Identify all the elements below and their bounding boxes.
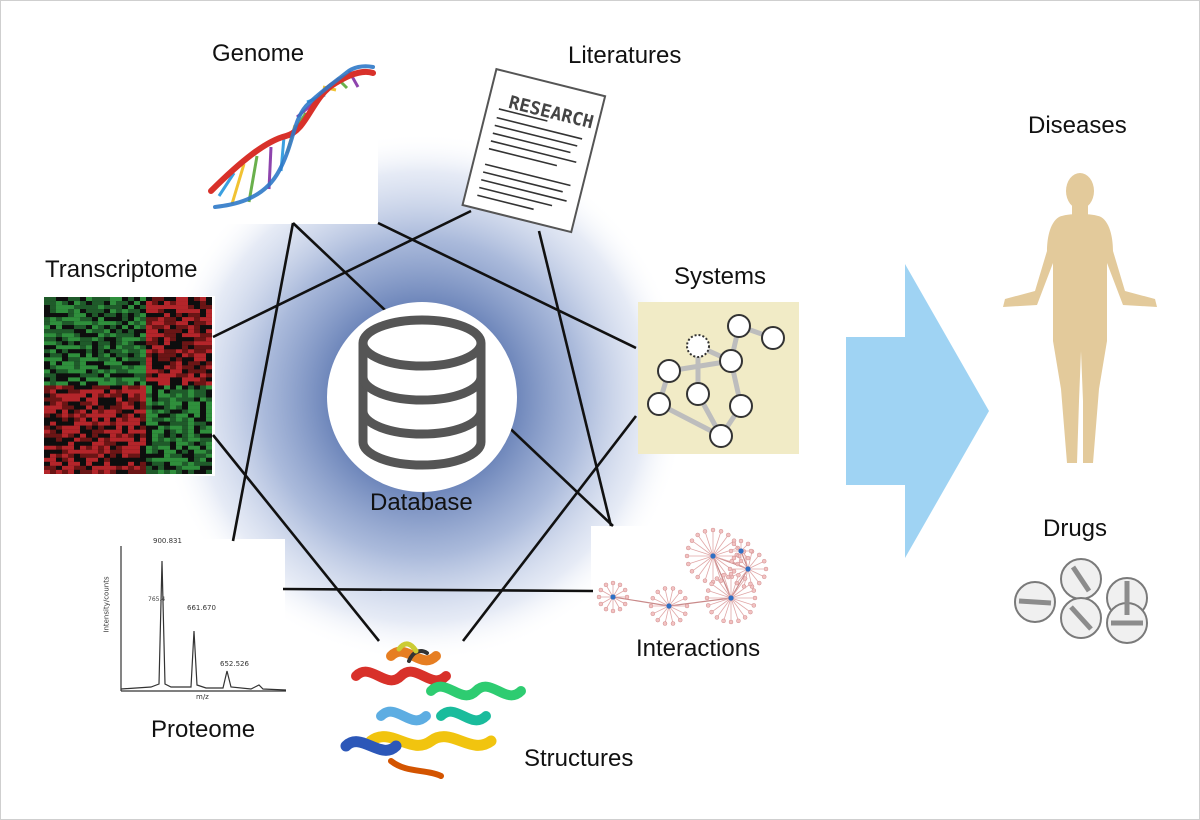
database-icon: [358, 315, 486, 470]
spectrum-peak-3-label: 652.526: [220, 660, 249, 668]
literatures-label: Literatures: [568, 42, 682, 69]
structures-label: Structures: [524, 745, 634, 772]
genome-panel: [208, 59, 378, 224]
mass-spectrum-image: 765.4: [120, 546, 287, 692]
systems-label: Systems: [674, 263, 767, 290]
spectrum-x-axis-label: m/z: [196, 693, 209, 701]
pills-icon: [1014, 558, 1148, 644]
diseases-label: Diseases: [1028, 112, 1127, 139]
flow-arrow-icon: [846, 264, 989, 558]
genome-label: Genome: [212, 40, 305, 67]
heatmap-image: [44, 297, 212, 474]
svg-text:765.4: 765.4: [148, 596, 165, 603]
connection-lines: [211, 209, 638, 642]
research-paper-icon: [461, 67, 607, 234]
interactions-label: Interactions: [636, 635, 761, 662]
interaction-network-image: [596, 527, 769, 626]
spectrum-peak-1-label: 900.831: [153, 537, 182, 545]
interactions-panel: [591, 526, 791, 631]
database-label: Database: [370, 489, 473, 516]
systems-network-image: [638, 302, 799, 454]
drugs-label: Drugs: [1043, 515, 1108, 542]
spectrum-y-axis-label: Intensity/counts: [102, 576, 111, 633]
human-body-icon: [1003, 173, 1157, 463]
protein-structure-image: [340, 641, 526, 779]
proteome-label: Proteome: [151, 716, 256, 743]
spectrum-peak-2-label: 661.670: [187, 604, 216, 612]
transcriptome-label: Transcriptome: [45, 256, 198, 283]
dna-helix-icon: [208, 64, 376, 209]
